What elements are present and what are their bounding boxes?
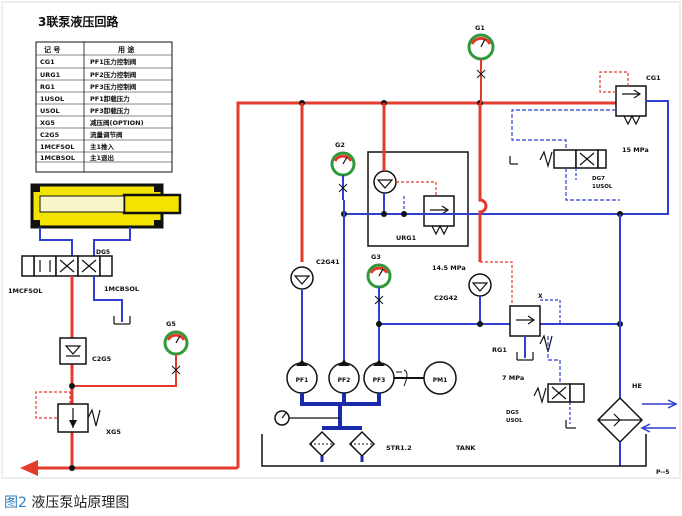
legend-use: PF2压力控制阀 [90,70,137,79]
legend-use: PF3压力控制阀 [90,82,137,91]
legend-use: PF3卸载压力 [90,106,130,115]
g2-label: G2 [335,141,345,149]
diagram-title: 3联泵液压回路 [38,14,119,29]
legend-symbol: XG5 [40,119,55,127]
dg5-left-directional-valve [21,255,113,277]
rg1-pressure-control-valve [509,305,553,353]
pf2-label: PF2 [338,377,351,384]
pm1-motor [423,361,457,395]
c2g5-label: C2G5 [92,355,112,363]
figure-caption: 图2 液压泵站原理图 [4,492,129,512]
pf1-label: PF1 [296,377,309,384]
dg5-left-label: DG5 [96,249,110,256]
legend-symbol: 1USOL [40,95,64,103]
xg5-reducing-valve [57,403,101,433]
urg1-pressure: 14.5 MPa [432,264,466,272]
rg1-port-label: X [538,293,543,300]
c2g41-check-valve [290,266,314,290]
str-label: STR1.2 [386,444,412,452]
usol-label: USOL [506,418,523,424]
legend-symbol: URG1 [40,71,61,79]
hydraulic-cylinder [30,183,182,229]
g1-label: G1 [475,24,485,32]
legend-use: PF1卸载压力 [90,94,130,103]
tank-outline [261,434,647,467]
caption-text: 液压泵站原理图 [26,495,130,511]
1mcfsol-label: 1MCFSOL [8,287,43,295]
1mcbsol-label: 1MCBSOL [104,285,139,293]
output-arrow [20,460,38,476]
c2g42-check-valve [468,273,492,297]
rg1-pressure: 7 MPa [502,374,524,382]
dg7-solenoid-valve [539,149,607,169]
legend-symbol: USOL [40,107,60,115]
c2g5-flow-control-valve [59,337,87,365]
g2-pressure-gauge [330,151,356,177]
he-label: HE [632,382,642,390]
1usol-label: 1USOL [592,184,613,190]
legend-symbol: C2G5 [40,131,60,139]
legend-table: 记 号 用 途 CG1 PF1压力控制阀 URG1 PF2压力控制阀 RG1 P… [35,41,173,173]
tank-label: TANK [456,444,476,452]
g5-pressure-gauge [163,330,189,356]
page-number: P--5 [656,469,669,476]
cg1-label: CG1 [646,74,661,82]
legend-symbol: RG1 [40,83,55,91]
legend-header-use: 用 途 [118,45,135,54]
c2g42-label: C2G42 [434,294,458,302]
dg5-right-label: DG5 [506,410,519,416]
hydraulic-schematic: 3联泵液压回路 记 号 用 途 CG1 PF1压力控制阀 URG1 PF2压力控… [1,1,681,479]
temperature-gauge [274,410,290,426]
g3-pressure-gauge [366,263,392,289]
legend-use: 主1推入 [90,142,115,151]
dg5-right-solenoid-valve [533,383,585,405]
legend-use: 流量调节阀 [90,130,123,139]
dg7-label: DG7 [592,176,605,182]
legend-use: 减压阀(OPTION) [90,118,144,127]
urg1-label: URG1 [396,234,417,242]
rg1-label: RG1 [492,346,507,354]
g3-label: G3 [371,253,381,261]
g1-pressure-gauge [467,33,495,61]
g5-label: G5 [166,320,176,328]
xg5-label: XG5 [106,428,121,436]
caption-number: 图2 [4,495,27,511]
schematic-frame: 3联泵液压回路 记 号 用 途 CG1 PF1压力控制阀 URG1 PF2压力控… [0,0,682,480]
cg1-pressure: 15 MPa [622,146,649,154]
c2g41-label: C2G41 [316,258,340,266]
legend-use: PF1压力控制阀 [90,57,137,66]
legend-symbol: CG1 [40,58,55,66]
legend-symbol: 1MCBSOL [40,154,75,162]
legend-use: 主1退出 [90,153,114,162]
pf3-label: PF3 [373,377,386,384]
legend-symbol: 1MCFSOL [40,143,75,151]
pm1-label: PM1 [433,377,448,384]
legend-header-symbol: 记 号 [44,45,60,54]
